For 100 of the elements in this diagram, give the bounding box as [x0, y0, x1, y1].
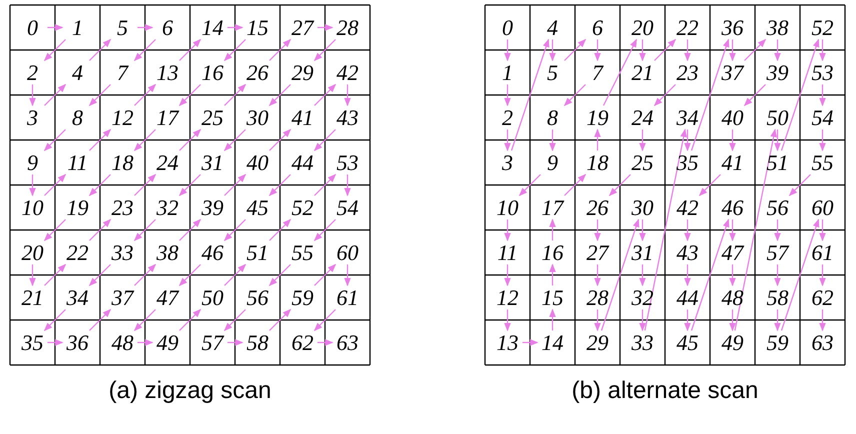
cell-number: 54 [334, 196, 362, 218]
arrow [654, 38, 676, 61]
arrow [228, 339, 244, 346]
cell-number: 7 [584, 62, 612, 84]
cell-number: 1 [64, 16, 92, 38]
cell-number: 48 [718, 286, 746, 308]
arrow [269, 128, 292, 151]
arrow [318, 339, 334, 346]
cell-number: 28 [334, 16, 362, 38]
arrow [224, 129, 246, 152]
cell-number: 33 [108, 242, 136, 264]
cell-number: 48 [108, 332, 136, 354]
cell-number: 50 [198, 286, 226, 308]
cell-number: 13 [494, 332, 522, 354]
arrow [608, 174, 631, 196]
arrow [639, 264, 646, 286]
arrow [224, 39, 246, 62]
arrow [344, 84, 351, 106]
arrow [654, 84, 676, 106]
arrow [44, 129, 66, 152]
arrow [89, 308, 112, 331]
arrow [224, 84, 246, 106]
cell-number: 9 [18, 152, 46, 174]
cell-number: 0 [494, 16, 522, 38]
arrow [684, 130, 691, 152]
arrow [344, 174, 351, 196]
cell-number: 28 [584, 286, 612, 308]
arrow [780, 218, 820, 331]
arrow [134, 264, 156, 286]
cell-number: 30 [244, 106, 272, 128]
arrow [774, 310, 781, 332]
arrow [774, 220, 781, 242]
cell-number: 26 [584, 196, 612, 218]
arrow [774, 40, 781, 62]
arrow [134, 39, 156, 62]
cell-number: 56 [244, 286, 272, 308]
cell-number: 26 [244, 62, 272, 84]
arrow [729, 130, 736, 152]
arrow [594, 264, 601, 286]
arrow [44, 219, 66, 242]
arrow [504, 310, 511, 332]
arrow [639, 40, 646, 62]
cell-number: 17 [154, 106, 182, 128]
cell-number: 10 [494, 196, 522, 218]
cell-number: 60 [808, 196, 836, 218]
cell-number: 55 [808, 152, 836, 174]
arrow [314, 174, 336, 196]
cell-number: 11 [64, 152, 92, 174]
arrow [29, 174, 36, 196]
arrow [179, 128, 202, 151]
arrow [690, 38, 730, 151]
cell-number: 3 [494, 152, 522, 174]
cell-number: 38 [154, 242, 182, 264]
arrow [510, 38, 550, 151]
arrow [89, 218, 112, 241]
arrow [644, 128, 687, 331]
cell-number: 24 [154, 152, 182, 174]
cell-number: 23 [108, 196, 136, 218]
cell-number: 8 [64, 106, 92, 128]
arrow [600, 218, 640, 331]
arrow [179, 218, 202, 241]
arrow [44, 309, 66, 332]
arrow [88, 264, 111, 286]
arrow [594, 220, 601, 242]
cell-number: 14 [198, 16, 226, 38]
cell-number: 33 [628, 332, 656, 354]
arrow [564, 38, 586, 61]
cell-number: 53 [334, 152, 362, 174]
arrow [594, 40, 601, 62]
cell-number: 52 [288, 196, 316, 218]
arrow [639, 310, 646, 332]
arrow [594, 128, 601, 150]
cell-number: 5 [108, 16, 136, 38]
cell-number: 40 [244, 152, 272, 174]
arrow [639, 130, 646, 152]
cell-number: 43 [334, 106, 362, 128]
cell-number: 43 [674, 242, 702, 264]
arrow [224, 219, 246, 242]
cell-number: 54 [808, 106, 836, 128]
cell-number: 15 [244, 16, 272, 38]
cell-number: 22 [674, 16, 702, 38]
arrow [504, 40, 511, 62]
arrow [48, 24, 64, 31]
arrow [819, 264, 826, 286]
cell-number: 1 [494, 62, 522, 84]
cell-number: 4 [64, 62, 92, 84]
arrow [549, 264, 556, 286]
arrow [774, 130, 781, 152]
arrow [729, 220, 736, 242]
cell-number: 37 [718, 62, 746, 84]
cell-number: 55 [288, 242, 316, 264]
cell-number: 4 [538, 16, 566, 38]
arrow [780, 38, 820, 151]
arrow [504, 220, 511, 242]
cell-number: 58 [244, 332, 272, 354]
cell-number: 60 [334, 242, 362, 264]
cell-number: 49 [154, 332, 182, 354]
arrow [269, 218, 292, 241]
cell-number: 17 [538, 196, 566, 218]
cell-number: 36 [718, 16, 746, 38]
